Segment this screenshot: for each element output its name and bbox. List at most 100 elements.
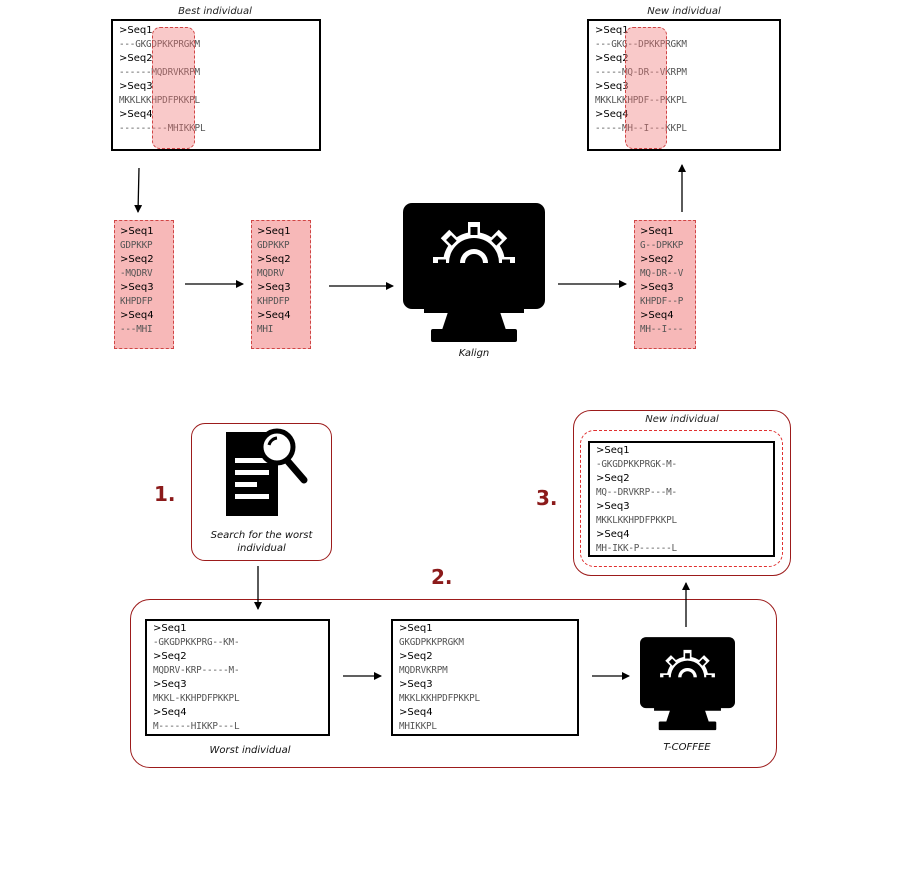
sequence-name: >Seq1 [640, 226, 674, 237]
selected-region-highlight [152, 27, 195, 149]
sequence-residues: KHPDFP [120, 296, 153, 307]
arrow-best-to-extract [134, 167, 143, 213]
sequence-name: >Seq1 [153, 623, 187, 634]
sequence-residues: ------MQDRVKRPM [119, 67, 200, 78]
search-step-frame [191, 423, 332, 561]
tcoffee-label: T-COFFEE [663, 742, 711, 753]
sequence-name: >Seq1 [119, 25, 153, 36]
sequence-residues: KHPDF--P [640, 296, 684, 307]
sequence-name: >Seq4 [119, 109, 153, 120]
new-individual-title: New individual [647, 6, 721, 17]
sequence-residues: MQ-DR--V [640, 268, 684, 279]
step-1-label: 1. [154, 482, 176, 506]
sequence-residues: MHI [257, 324, 274, 335]
sequence-residues: -MQDRV [120, 268, 153, 279]
sequence-name: >Seq3 [595, 81, 629, 92]
step-3-label: 3. [536, 486, 558, 510]
sequence-residues: MQ--DRVKRP---M- [596, 487, 677, 498]
sequence-list: >Seq1 ---GKG--DPKKPRGKM >Seq2 -----MQ-DR--V… [595, 24, 687, 136]
sequence-residues: ---MHI [120, 324, 153, 335]
sequence-name: >Seq3 [119, 81, 153, 92]
sequence-name: >Seq2 [153, 651, 187, 662]
sequence-residues: MKKLKKHPDFPKKPL [596, 515, 677, 526]
sequence-list: >Seq1 ---GKGDPKKPRGKM >Seq2 ------MQDRVKRPM… [119, 24, 206, 136]
best-individual-title: Best individual [178, 6, 252, 17]
sequence-residues: MQDRVKRPM [399, 665, 448, 676]
sequence-name: >Seq1 [120, 226, 154, 237]
sequence-name: >Seq2 [640, 254, 674, 265]
alignment-step-frame [130, 599, 777, 768]
kalign-label: Kalign [458, 348, 490, 359]
sequence-residues: ---GKGDPKKPRGKM [119, 39, 200, 50]
sequence-residues: MHIKKPL [399, 721, 437, 732]
sequence-name: >Seq4 [120, 310, 154, 321]
sequence-name: >Seq3 [120, 282, 154, 293]
sequence-residues: MKKLKKHPDFPKKPL [399, 693, 480, 704]
sequence-residues: -----MH--I---KKPL [595, 123, 687, 134]
sequence-name: >Seq4 [596, 529, 630, 540]
sequence-name: >Seq4 [153, 707, 187, 718]
bottom-new-individual-title: New individual [645, 414, 719, 425]
step-2-label: 2. [431, 565, 453, 589]
sequence-name: >Seq2 [119, 53, 153, 64]
sequence-residues: MH--I--- [640, 324, 684, 335]
sequence-name: >Seq3 [640, 282, 674, 293]
sequence-residues: GKGDPKKPRGKM [399, 637, 464, 648]
sequence-name: >Seq1 [399, 623, 433, 634]
sequence-residues: MKKLKKHPDFPKKPL [119, 95, 200, 106]
new-individual-dashed-outline [580, 430, 783, 567]
sequence-name: >Seq2 [595, 53, 629, 64]
sequence-name: >Seq3 [399, 679, 433, 690]
sequence-name: >Seq2 [596, 473, 630, 484]
new-individual-frame [573, 410, 791, 576]
sequence-name: >Seq1 [596, 445, 630, 456]
search-caption-line2: individual [237, 543, 286, 554]
sequence-name: >Seq4 [595, 109, 629, 120]
sequence-residues: -----MQ-DR--VKRPM [595, 67, 687, 78]
worst-individual-label: Worst individual [209, 745, 291, 756]
sequence-residues: ---GKG--DPKKPRGKM [595, 39, 687, 50]
document-search-icon [226, 428, 308, 516]
sequence-name: >Seq4 [399, 707, 433, 718]
sequence-residues: MKKL-KKHPDFPKKPL [153, 693, 240, 704]
search-caption-line1: Search for the worst [210, 530, 313, 541]
sequence-residues: MKKLKKHPDF--PKKPL [595, 95, 687, 106]
sequence-residues: G--DPKKP [640, 240, 684, 251]
sequence-residues: -GKGDPKKPRGK-M- [596, 459, 677, 470]
sequence-residues: ---------MHIKKPL [119, 123, 206, 134]
sequence-residues: GDPKKP [120, 240, 153, 251]
sequence-name: >Seq3 [596, 501, 630, 512]
realigned-region-highlight [625, 27, 667, 149]
sequence-name: >Seq3 [153, 679, 187, 690]
sequence-residues: KHPDFP [257, 296, 290, 307]
sequence-residues: -GKGDPKKPRG--KM- [153, 637, 240, 648]
sequence-name: >Seq2 [399, 651, 433, 662]
sequence-residues: MQDRV [257, 268, 284, 279]
search-caption: Search for the worst individual [196, 529, 327, 555]
monitor-gear-icon [403, 203, 545, 342]
sequence-residues: GDPKKP [257, 240, 290, 251]
sequence-name: >Seq1 [257, 226, 291, 237]
new-individual-box: >Seq1 ---GKG--DPKKPRGKM >Seq2 -----MQ-DR--V… [587, 19, 781, 151]
sequence-residues: M------HIKKP---L [153, 721, 240, 732]
sequence-name: >Seq2 [120, 254, 154, 265]
best-individual-box: >Seq1 ---GKGDPKKPRGKM >Seq2 ------MQDRVKRPM… [111, 19, 321, 151]
sequence-name: >Seq1 [595, 25, 629, 36]
sequence-residues: MH-IKK-P------L [596, 543, 677, 554]
sequence-name: >Seq4 [257, 310, 291, 321]
sequence-name: >Seq2 [257, 254, 291, 265]
monitor-gear-icon [640, 637, 735, 731]
sequence-residues: MQDRV-KRP-----M- [153, 665, 240, 676]
